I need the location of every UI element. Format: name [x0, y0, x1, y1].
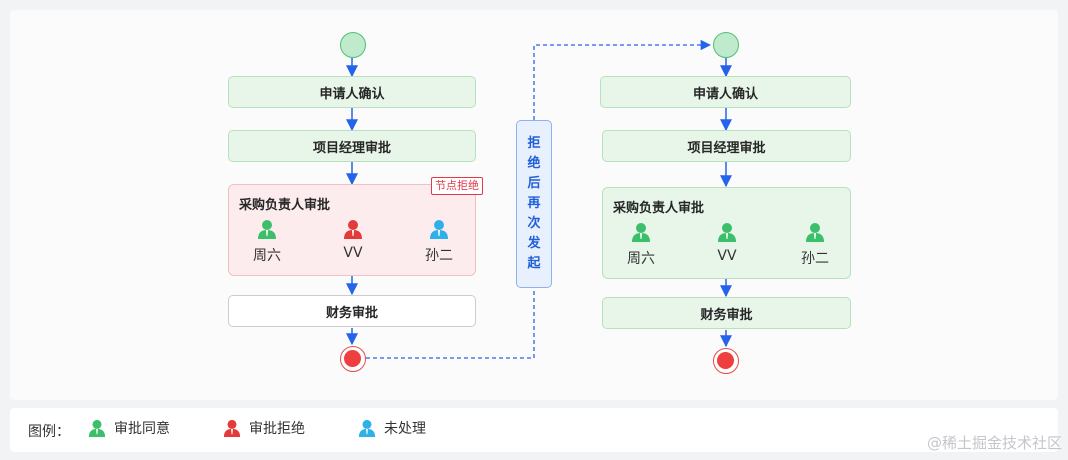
restart-char: 次 [527, 216, 541, 231]
left-start-node [340, 32, 366, 58]
restart-label-box: 拒 绝 后 再 次 发 起 [516, 120, 552, 288]
left-step-pm-approval[interactable]: 项目经理审批 [228, 130, 476, 162]
legend-item-rejected: 审批拒绝 [223, 418, 305, 438]
right-step-finance-approval[interactable]: 财务审批 [602, 297, 851, 329]
restart-char: 发 [527, 236, 541, 251]
person-name: VV [343, 245, 363, 261]
edge-restart-dashed-top [533, 39, 712, 120]
legend-item-approved: 审批同意 [88, 418, 170, 438]
user-approved-icon [806, 223, 824, 242]
restart-char: 再 [527, 196, 541, 211]
left-person-0[interactable]: 周六 [237, 219, 297, 265]
person-name: 周六 [627, 251, 655, 267]
node-reject-badge: 节点拒绝 [431, 177, 483, 195]
right-person-0[interactable]: 周六 [611, 222, 671, 268]
right-group-purchasing-approval[interactable]: 采购负责人审批 周六 VV 孙二 [602, 187, 851, 279]
user-pending-icon [358, 419, 376, 437]
legend-item-pending: 未处理 [358, 418, 426, 438]
left-person-1[interactable]: VV [323, 219, 383, 261]
watermark: @稀土掘金技术社区 [926, 434, 1062, 452]
legend-item-label: 未处理 [384, 421, 426, 437]
left-step-applicant-confirm[interactable]: 申请人确认 [228, 76, 476, 108]
right-step-pm-approval[interactable]: 项目经理审批 [602, 130, 851, 162]
left-group-title: 采购负责人审批 [239, 198, 331, 213]
user-approved-icon [258, 220, 276, 239]
restart-char: 拒 [527, 136, 541, 151]
restart-char: 绝 [527, 156, 541, 171]
legend-item-label: 审批拒绝 [249, 421, 305, 437]
left-step-finance-approval[interactable]: 财务审批 [228, 295, 476, 327]
person-name: 孙二 [425, 248, 453, 264]
left-end-node [340, 346, 366, 372]
user-pending-icon [430, 220, 448, 239]
person-name: 周六 [253, 248, 281, 264]
left-group-purchasing-approval[interactable]: 采购负责人审批 节点拒绝 周六 VV 孙二 [228, 177, 483, 276]
right-start-node [713, 32, 739, 58]
right-end-node [713, 348, 739, 374]
restart-char: 起 [527, 256, 541, 271]
right-group-title: 采购负责人审批 [613, 201, 705, 216]
person-name: 孙二 [801, 251, 829, 267]
user-approved-icon [88, 419, 106, 437]
user-approved-icon [632, 223, 650, 242]
right-step-applicant-confirm[interactable]: 申请人确认 [600, 76, 851, 108]
restart-char: 后 [527, 176, 541, 191]
right-person-2[interactable]: 孙二 [785, 222, 845, 268]
left-person-2[interactable]: 孙二 [409, 219, 469, 265]
legend-bar [10, 408, 1058, 452]
user-rejected-icon [344, 220, 362, 239]
user-rejected-icon [223, 419, 241, 437]
user-approved-icon [718, 223, 736, 242]
edge-restart-dashed [366, 290, 535, 359]
person-name: VV [717, 248, 737, 264]
right-person-1[interactable]: VV [697, 222, 757, 264]
legend-item-label: 审批同意 [114, 421, 170, 437]
legend-title: 图例： [28, 424, 70, 440]
